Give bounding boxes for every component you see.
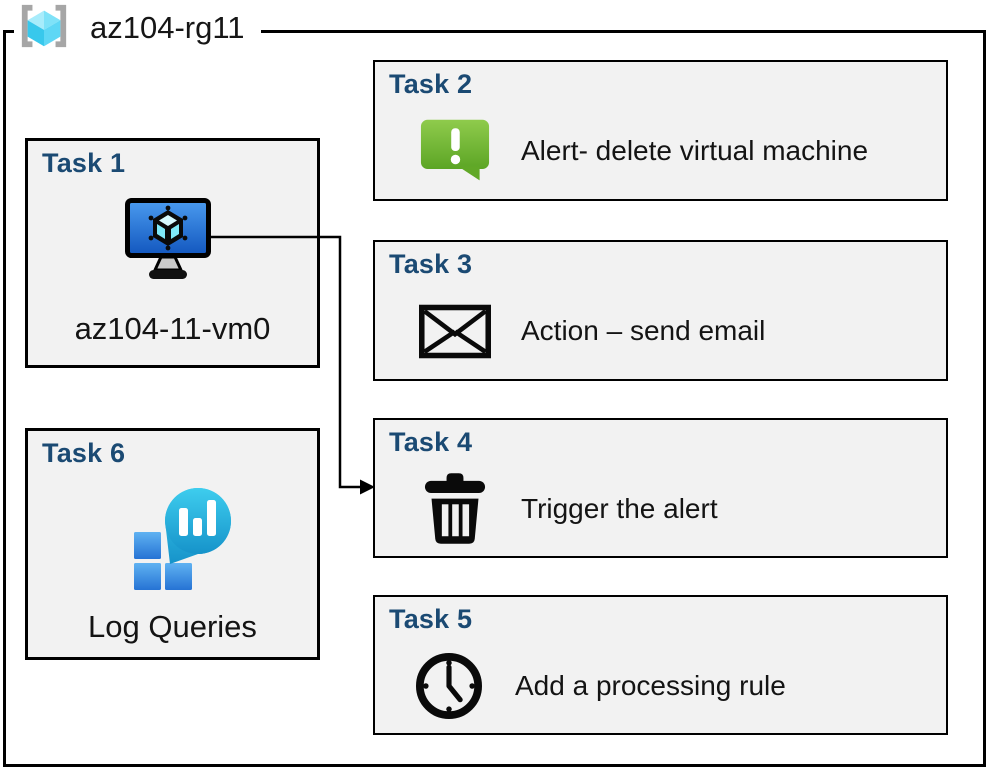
task-4-title: Task 4: [389, 427, 473, 457]
task-6-box: Task 6 Log Q: [25, 428, 320, 660]
email-envelope-icon: [419, 304, 491, 359]
trash-delete-icon: [419, 470, 491, 548]
resource-group-icon: [18, 3, 70, 54]
task-2-title: Task 2: [389, 69, 473, 99]
task-6-label: Log Queries: [88, 609, 257, 644]
resource-group-name: az104-rg11: [90, 10, 245, 45]
task-3-label: Action – send email: [521, 315, 766, 346]
task-5-title: Task 5: [389, 604, 473, 634]
task-5-box: Task 5 Add a processing rule: [373, 595, 948, 735]
task-1-label: az104-11-vm0: [74, 311, 271, 346]
alert-message-icon: [419, 118, 491, 184]
log-analytics-icon: [132, 483, 236, 598]
virtual-machine-icon: [125, 198, 211, 287]
task-1-title: Task 1: [42, 148, 126, 178]
task-2-label: Alert- delete virtual machine: [521, 135, 869, 166]
task-4-box: Task 4 Trigger the alert: [373, 418, 948, 558]
resource-group-header: az104-rg11: [14, 1, 261, 55]
task-4-label: Trigger the alert: [521, 493, 718, 524]
task-2-box: Task 2 Alert- delete virtual machine: [373, 60, 948, 201]
task-3-title: Task 3: [389, 249, 473, 279]
clock-icon: [413, 645, 485, 727]
task-5-label: Add a processing rule: [515, 670, 786, 701]
task-6-title: Task 6: [42, 438, 126, 468]
task-3-box: Task 3 Action – send email: [373, 240, 948, 381]
task-1-box: Task 1: [25, 138, 320, 368]
